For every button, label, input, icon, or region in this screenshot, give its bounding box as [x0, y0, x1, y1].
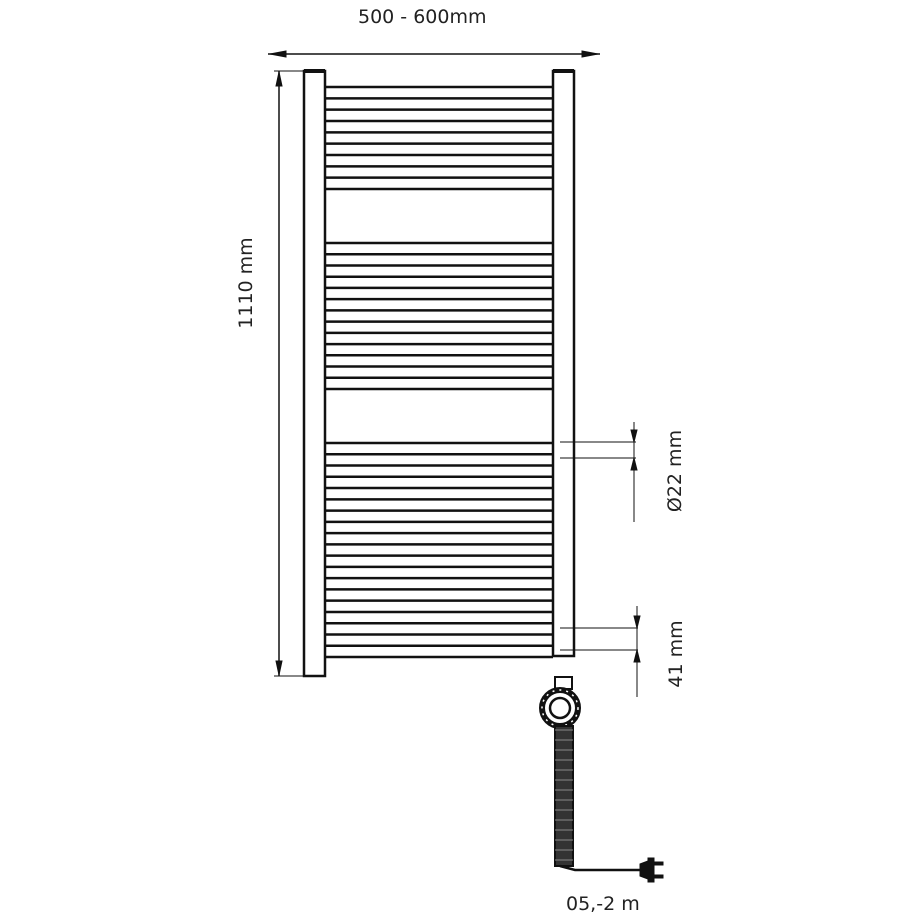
bar-spacing-label: 41 mm — [665, 620, 687, 688]
right-post — [551, 69, 576, 658]
arrow-right-icon — [581, 50, 599, 58]
height-label: 1110 mm — [235, 237, 257, 329]
power-cable — [559, 864, 640, 872]
cable-length-label: 05,-2 m — [566, 893, 640, 915]
arrow-left-icon — [269, 50, 287, 58]
plug-icon — [639, 857, 664, 883]
pipe-diameter-label: Ø22 mm — [664, 429, 686, 513]
coiled-cable — [554, 725, 574, 867]
width-label: 500 - 600mm — [358, 6, 487, 28]
left-post — [302, 69, 327, 678]
